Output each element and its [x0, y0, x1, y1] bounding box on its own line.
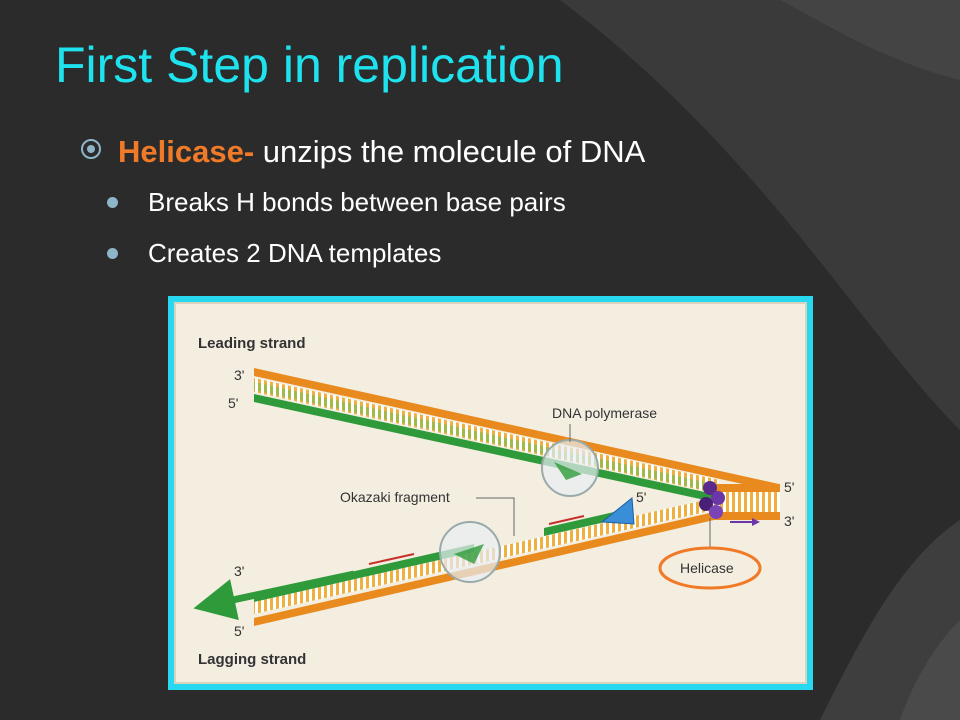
sub-bullet-1: Breaks H bonds between base pairs [148, 187, 566, 217]
lagging-arrow [193, 570, 355, 621]
dna-polymerase-label: DNA polymerase [552, 405, 657, 421]
primase-icon [600, 497, 635, 525]
left-top-3prime: 3' [234, 367, 244, 383]
slide-title: First Step in replication [55, 37, 564, 93]
right-3prime: 3' [784, 513, 794, 529]
helicase-highlight-ring [658, 546, 762, 590]
main-bullet-text: unzips the molecule of DNA [254, 134, 646, 169]
leading-strand-label: Leading strand [198, 335, 306, 352]
leading-duplex [254, 368, 779, 502]
bottom-5prime: 5' [234, 623, 244, 639]
bottom-3prime: 3' [234, 563, 244, 579]
rna-primers [368, 515, 585, 565]
okazaki-label: Okazaki fragment [340, 489, 450, 505]
sub-bullet-dot [107, 197, 118, 208]
dna-polymerase-upper [541, 439, 599, 497]
mid-5prime: 5' [636, 489, 646, 505]
diagram-frame: Leading strand 3' 5' 5' 3' [168, 296, 813, 690]
bullet-target-icon [81, 139, 101, 159]
dna-replication-diagram: Leading strand 3' 5' 5' 3' [193, 335, 794, 668]
sub-bullet-2: Creates 2 DNA templates [148, 238, 442, 268]
sub-bullet-dot [107, 248, 118, 259]
helicase-label: Helicase [680, 560, 734, 576]
parental-duplex [714, 484, 780, 520]
right-5prime: 5' [784, 479, 794, 495]
helicase-highlight: Helicase- [118, 134, 255, 169]
left-top-5prime: 5' [228, 395, 238, 411]
helicase-icon [699, 481, 725, 519]
lagging-strand-label: Lagging strand [198, 651, 306, 668]
diagram-panel: Leading strand 3' 5' 5' 3' [174, 302, 807, 684]
